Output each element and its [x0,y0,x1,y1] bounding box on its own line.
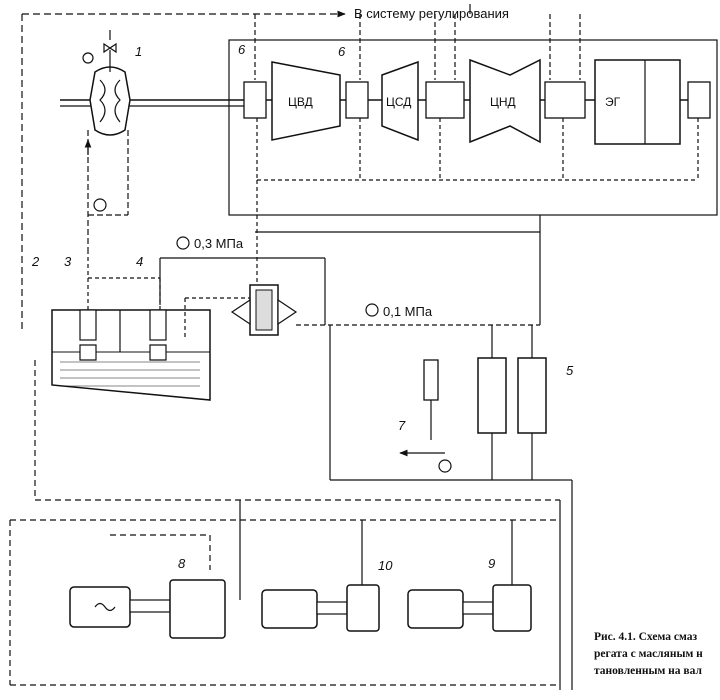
csd-label: ЦСД [386,95,411,109]
pump-7: 8 [69,556,226,639]
oil-coolers: 5 [330,325,574,481]
caption-line-3: тановленным на вал [594,665,702,677]
pressure-line-high: 0,3 МПа [159,236,326,325]
valve-icon [103,42,117,54]
callout-7: 8 [178,556,186,571]
callout-1: 1 [135,44,142,59]
gauge-icon [93,198,107,212]
generator [594,59,681,145]
top-regulation-label: В систему регулирования [22,6,509,21]
cnd-label: ЦНД [490,95,516,109]
lp-cylinder [469,58,541,144]
callout-5: 5 [566,363,574,378]
caption-line-2: регата с масляным н [594,648,703,660]
callout-6a: 6 [238,42,246,57]
hp-cylinder [271,61,341,141]
pressure-label-high: 0,3 МПа [194,236,244,251]
bearing [243,81,267,119]
caption-line-1: Рис. 4.1. Схема смаз [594,631,698,643]
callout-10: 10 [378,558,393,573]
bearing [544,81,586,119]
gauge-icon [365,303,379,317]
pressure-label-low: 0,1 МПа [383,304,433,319]
callout-8: 7 [398,418,406,433]
eg-label: ЭГ [605,95,621,109]
gauge-icon [438,459,452,473]
turbine-unit: ЦВД ЦСД ЦНД ЭГ 6 6 [228,39,718,216]
regulation-taps [254,14,581,80]
injector-3 [79,309,97,341]
bearing [425,81,465,119]
figure-caption: Рис. 4.1. Схема смаз регата с масляным н… [594,629,720,680]
pressure-line-low: 0,1 МПа [296,303,540,326]
lower-piping [9,360,573,690]
callout-3: 3 [64,254,72,269]
callout-9: 9 [488,556,495,571]
oil-level-indicator: 7 [398,359,452,473]
pump-9: 9 [407,556,532,632]
regulation-system-label: В систему регулирования [354,6,509,21]
gauge-icon [176,236,190,250]
oil-regulator-valve [184,284,298,340]
callout-2: 2 [31,254,40,269]
pump-10: 10 [261,558,393,632]
callout-4: 4 [136,254,143,269]
callout-6b: 6 [338,44,346,59]
main-oil-pump: 1 [60,30,700,250]
gauge-icon [82,52,94,64]
injector-4 [149,309,167,341]
bearing [687,81,711,119]
bearing [345,81,369,119]
oil-tank: 2 3 4 [31,254,211,401]
ip-cylinder [381,60,419,142]
cvd-label: ЦВД [288,95,313,109]
